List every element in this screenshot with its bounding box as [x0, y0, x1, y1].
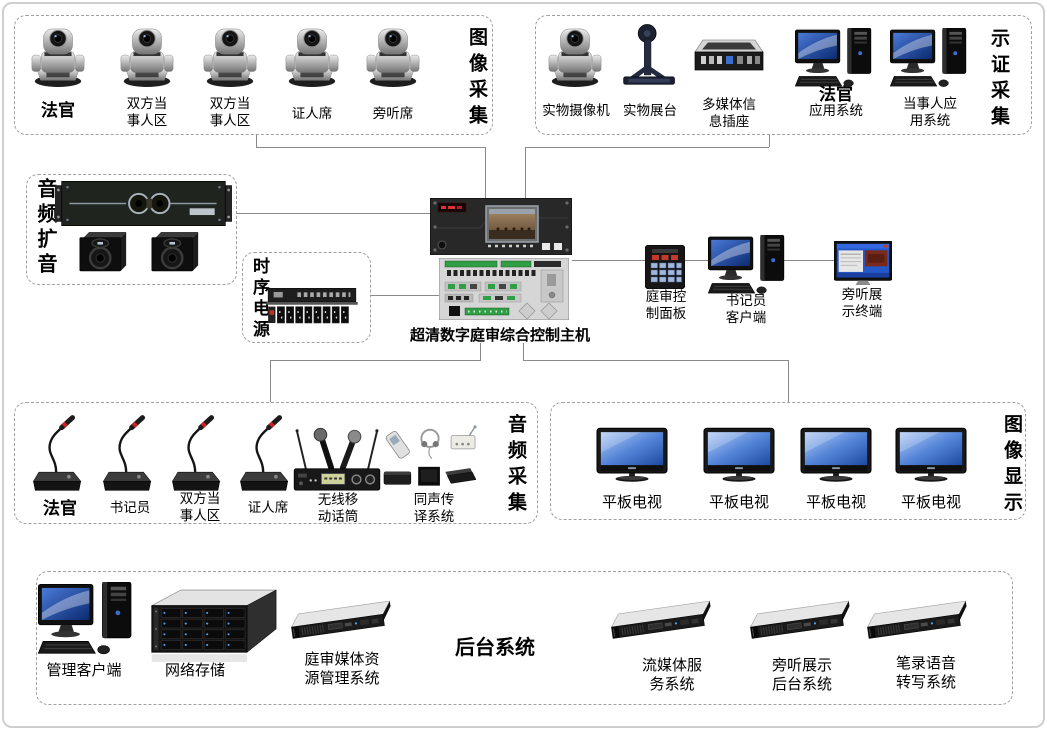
ptz-camera-icon	[364, 26, 422, 88]
group-title: 音频采集	[505, 414, 526, 518]
host-label: 超清数字庭审综合控制主机	[409, 327, 591, 344]
device-label: 多媒体信 息插座	[702, 97, 756, 129]
speaker-icon	[150, 230, 200, 273]
control-panel-icon	[645, 245, 685, 289]
tv-label: 平板电视	[708, 495, 770, 511]
backend-group	[36, 571, 1013, 705]
evidence-capture-group	[535, 15, 1032, 135]
rack-server-icon	[286, 596, 394, 643]
connector	[523, 343, 524, 361]
display-terminal-icon	[834, 241, 892, 286]
desktop-computer-icon	[38, 582, 136, 658]
backend-title: 后台系统	[455, 637, 535, 659]
ptz-camera-icon	[283, 26, 341, 88]
group-title: 示证采集	[988, 28, 1009, 132]
connector	[270, 360, 271, 402]
desktop-computer-icon	[708, 235, 788, 297]
rack-server-icon	[606, 596, 714, 643]
device-label: 笔录语音 转写系统	[895, 656, 957, 691]
ptz-camera-icon	[29, 26, 87, 88]
group-title: 图像显示	[1001, 414, 1022, 518]
audio-capture-group	[14, 402, 538, 524]
wireless-mic-system-icon	[292, 424, 382, 496]
rack-server-icon	[862, 596, 970, 643]
tv-label: 平板电视	[805, 495, 867, 511]
device-label: 旁听展示 后台系统	[771, 658, 833, 693]
host-bottom-unit-icon	[439, 258, 569, 320]
storage-server-icon	[144, 586, 280, 666]
connector	[685, 260, 708, 261]
image-capture-group	[14, 15, 493, 135]
power-sequencer-icon	[266, 281, 358, 334]
tv-label: 平板电视	[601, 495, 663, 511]
device-label: 法官	[819, 85, 853, 104]
image-display-group	[550, 402, 1026, 520]
camera-label: 旁听席	[372, 106, 414, 121]
ptz-camera-icon	[546, 26, 604, 88]
group-title: 音频扩音	[34, 178, 56, 278]
mic-label: 书记员	[109, 500, 151, 515]
power-sequencer-group	[242, 252, 371, 343]
mic-label: 法官	[43, 499, 77, 518]
device-label: 管理客户端	[46, 663, 122, 679]
connector	[769, 135, 770, 147]
device-label: 应用系统	[809, 103, 863, 118]
multimedia-socket-icon	[693, 38, 765, 78]
ptz-camera-icon	[118, 26, 176, 88]
connector	[270, 360, 480, 361]
flat-tv-icon	[596, 427, 668, 484]
group-title: 时序电源	[250, 257, 269, 341]
device-label: 流媒体服 务系统	[641, 658, 703, 693]
device-label: 书记员 客户端	[725, 293, 767, 325]
device-label: 旁听展 示终端	[841, 287, 883, 319]
device-label: 同声传 译系统	[413, 492, 455, 524]
mic-label: 双方当 事人区	[179, 491, 221, 523]
group-title: 图像采集	[466, 27, 487, 131]
connector	[572, 260, 645, 261]
amplifier-icon	[55, 181, 232, 226]
connector	[256, 135, 257, 147]
connector	[523, 360, 788, 361]
speaker-icon	[78, 230, 128, 273]
interpretation-system-icon	[380, 424, 480, 493]
desktop-computer-icon	[890, 28, 970, 90]
audio-amplify-group	[26, 174, 237, 285]
mic-label: 证人席	[247, 500, 289, 515]
camera-label: 双方当 事人区	[209, 96, 251, 128]
connector	[485, 147, 486, 198]
device-label: 庭审控 制面板	[645, 289, 687, 321]
ptz-camera-icon	[201, 26, 259, 88]
tv-label: 平板电视	[900, 495, 962, 511]
desktop-computer-icon	[795, 28, 875, 90]
connector	[784, 260, 834, 261]
device-label: 网络存储	[164, 663, 226, 679]
device-label: 当事人应 用系统	[903, 96, 957, 128]
connector	[256, 147, 485, 148]
device-label: 庭审媒体资 源管理系统	[304, 652, 380, 687]
gooseneck-mic-icon	[96, 414, 160, 494]
camera-label: 法官	[41, 101, 75, 120]
camera-label: 证人席	[291, 106, 333, 121]
connector	[237, 213, 430, 214]
flat-tv-icon	[800, 427, 872, 484]
connector	[788, 360, 789, 402]
device-label: 无线移 动话筒	[317, 492, 359, 524]
gooseneck-mic-icon	[165, 414, 229, 494]
camera-label: 双方当 事人区	[126, 96, 168, 128]
gooseneck-mic-icon	[26, 414, 90, 494]
connector	[371, 295, 439, 296]
rack-server-icon	[745, 596, 853, 643]
connector	[480, 343, 481, 361]
document-camera-icon	[617, 20, 683, 94]
connector	[525, 147, 526, 198]
gooseneck-mic-icon	[233, 414, 297, 494]
host-top-unit-icon	[430, 198, 572, 255]
flat-tv-icon	[895, 427, 967, 484]
connector	[525, 147, 769, 148]
device-label: 实物摄像机	[542, 103, 610, 118]
flat-tv-icon	[703, 427, 775, 484]
device-label: 实物展台	[623, 103, 677, 118]
